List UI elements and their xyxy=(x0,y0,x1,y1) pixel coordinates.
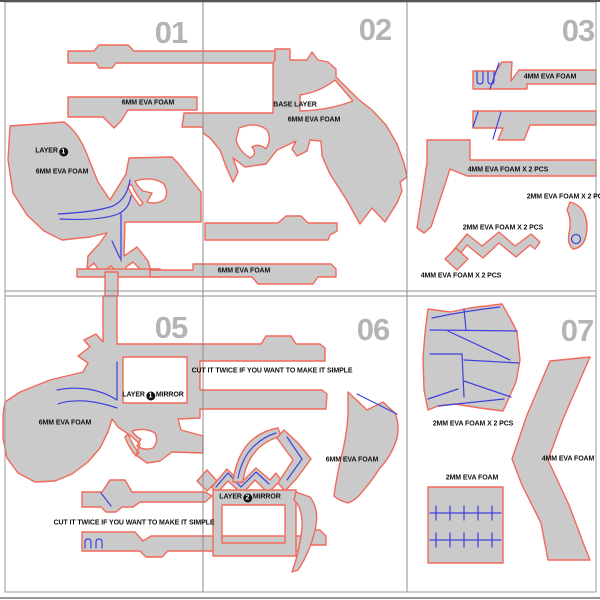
grip-band-material-label: 6MM EVA FOAM xyxy=(325,456,379,464)
mirror-grip-material-label: 6MM EVA FOAM xyxy=(38,419,92,427)
piece-curved-tail xyxy=(291,491,318,573)
piece-2mm-notch-plate xyxy=(427,486,504,564)
base-layer-label: BASE LAYER xyxy=(273,101,317,109)
piece-layer1-grip xyxy=(7,121,202,278)
page-number-01: 01 xyxy=(154,15,188,50)
piece-zigzag-w xyxy=(451,231,541,259)
circled-1-icon: 1 xyxy=(145,391,155,401)
piece-base-layer-revolver xyxy=(181,48,408,225)
piece-4mm-chevron xyxy=(511,356,591,561)
piece-6mm-grip-band xyxy=(333,391,399,504)
zigzag-material-label: 2MM EVA FOAM X 2 PCS xyxy=(462,224,544,232)
top-strip-material-label: 4MM EVA FOAM xyxy=(523,73,577,81)
page-number-07: 07 xyxy=(560,313,594,348)
piece-layer1-mirror-revolver xyxy=(2,295,328,483)
chevron-material-label: 4MM EVA FOAM xyxy=(541,455,595,463)
piece-cut-twice-strip-a xyxy=(81,479,213,513)
piece-thin-strip xyxy=(76,268,161,297)
l-piece-material-label: 4MM EVA FOAM X 2 PCS xyxy=(467,166,549,174)
piece-second-strip xyxy=(472,110,597,141)
piece-2mm-patchwork xyxy=(422,303,521,412)
strip-material-label: 6MM EVA FOAM xyxy=(121,99,175,107)
page-number-06: 06 xyxy=(356,312,390,347)
notch-plate-material-label: 2MM EVA FOAM xyxy=(445,474,499,482)
page-number-03: 03 xyxy=(561,13,595,48)
cut-twice-note: CUT IT TWICE IF YOU WANT TO MAKE IT SIMP… xyxy=(191,367,353,375)
page-number-02: 02 xyxy=(358,12,392,47)
piece-mid-strip xyxy=(67,96,198,129)
cut-twice-note: CUT IT TWICE IF YOU WANT TO MAKE IT SIMP… xyxy=(53,519,215,527)
piece-layer2-mirror-frame xyxy=(212,489,297,557)
page-number-05: 05 xyxy=(154,310,188,345)
circled-2-icon: 2 xyxy=(242,493,252,503)
piece-crescent xyxy=(566,201,588,250)
piece-4mm-top-strip xyxy=(472,61,597,90)
layer1-material-label: 6MM EVA FOAM xyxy=(35,168,89,176)
piece-l-shape xyxy=(416,139,597,234)
piece-under-strip xyxy=(204,215,338,241)
crescent-material-label: 2MM EVA FOAM X 2 PCS xyxy=(526,193,600,201)
diamond-material-label: 4MM EVA FOAM X 2 PCS xyxy=(420,272,502,280)
patchwork-material-label: 2MM EVA FOAM X 2 PCS xyxy=(432,420,514,428)
piece-diamond xyxy=(444,247,469,271)
piece-chevron-hook xyxy=(276,429,312,492)
circled-1-icon: 1 xyxy=(58,147,68,157)
bottom-strip-material-label: 6MM EVA FOAM xyxy=(217,267,271,275)
base-layer-material-label: 6MM EVA FOAM xyxy=(287,116,341,124)
piece-bottom-strip xyxy=(149,263,337,285)
